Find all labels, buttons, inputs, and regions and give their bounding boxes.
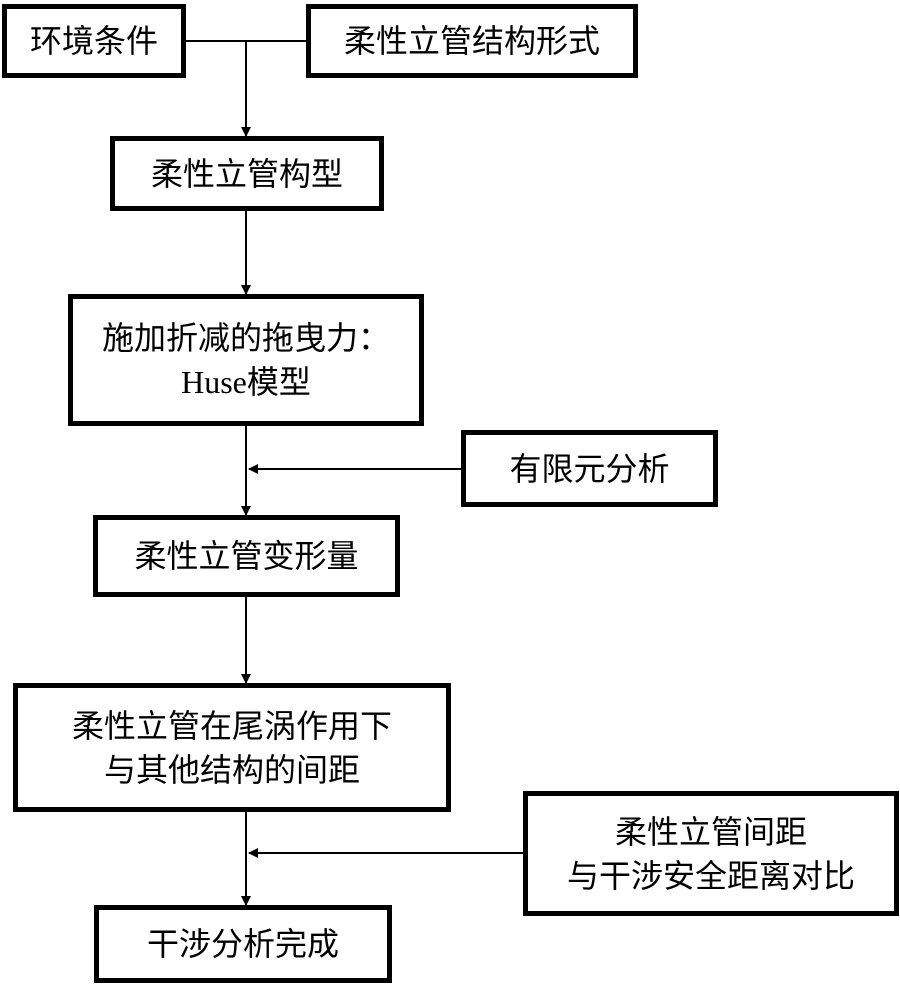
box-spacing-vs-safe-distance: 柔性立管间距 与干涉安全距离对比 (523, 791, 899, 916)
box-riser-spacing-under-wake: 柔性立管在尾涡作用下 与其他结构的间距 (13, 683, 451, 812)
box-reduced-drag-force: 施加折减的拖曳力： Huse模型 (68, 294, 424, 426)
box-spacing-vs-safe-distance-line2: 与干涉安全距离对比 (566, 856, 855, 895)
box-riser-spacing-line2: 与其他结构的间距 (103, 750, 360, 789)
huse-text: Huse (181, 364, 247, 400)
box-riser-structure-form: 柔性立管结构形式 (306, 4, 638, 78)
box-reduced-drag-line2: Huse模型 (181, 360, 311, 404)
box-environment-conditions: 环境条件 (2, 4, 186, 78)
box-riser-configuration-label: 柔性立管构型 (150, 154, 343, 193)
box-finite-element-analysis-label: 有限元分析 (509, 449, 670, 488)
box-riser-deformation: 柔性立管变形量 (93, 515, 400, 597)
box-reduced-drag-line1: 施加折减的拖曳力： (101, 319, 390, 357)
box-interference-analysis-complete-label: 干涉分析完成 (146, 925, 339, 963)
box-riser-configuration: 柔性立管构型 (110, 136, 384, 211)
model-text: 模型 (246, 363, 311, 401)
box-riser-structure-form-label: 柔性立管结构形式 (343, 22, 600, 60)
box-interference-analysis-complete: 干涉分析完成 (94, 905, 392, 983)
box-riser-spacing-line1: 柔性立管在尾涡作用下 (71, 706, 392, 745)
box-riser-deformation-label: 柔性立管变形量 (134, 537, 359, 575)
box-environment-conditions-label: 环境条件 (29, 22, 158, 60)
box-finite-element-analysis: 有限元分析 (461, 430, 718, 507)
box-spacing-vs-safe-distance-line1: 柔性立管间距 (614, 812, 807, 851)
